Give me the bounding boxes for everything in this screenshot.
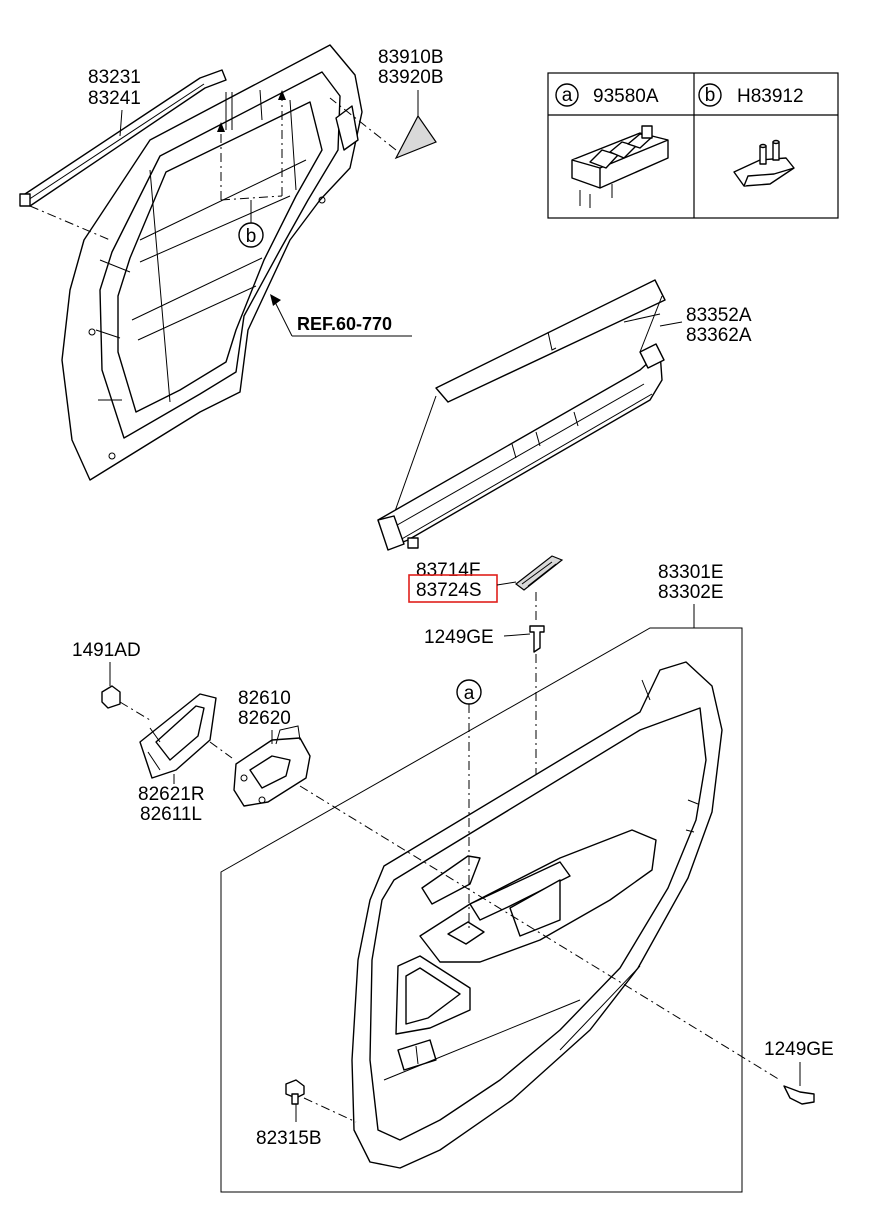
- label-83920B: 83920B: [378, 67, 444, 88]
- inside-handle-mechanism: [233, 725, 311, 807]
- legend-part-b: H83912: [737, 86, 804, 107]
- trim-panel-boundary: [220, 627, 743, 1193]
- label-1491AD: 1491AD: [72, 640, 141, 661]
- ref-label: REF.60-770: [297, 314, 392, 334]
- clip-drawing: [733, 139, 795, 187]
- label-82315B: 82315B: [256, 1128, 322, 1149]
- legend-part-a: 93580A: [593, 86, 659, 107]
- callout-a: a: [464, 683, 475, 704]
- label-1249GE-bottom: 1249GE: [764, 1039, 834, 1060]
- label-83241: 83241: [88, 88, 141, 109]
- label-83301E: 83301E: [658, 562, 724, 583]
- inside-handle-cover: [139, 693, 217, 779]
- label-82620: 82620: [238, 708, 291, 729]
- label-83362A: 83362A: [686, 325, 752, 346]
- door-frame-assembly: [19, 44, 363, 481]
- label-1249GE-top: 1249GE: [424, 627, 494, 648]
- label-82610: 82610: [238, 688, 291, 709]
- label-82611L: 82611L: [140, 804, 202, 825]
- highlight-box: [408, 574, 498, 603]
- sunshade-assembly: [377, 279, 666, 551]
- legend-table: a 93580A b H83912: [547, 72, 839, 219]
- label-82621R: 82621R: [138, 784, 205, 805]
- legend-letter-b: b: [705, 85, 716, 106]
- label-83231: 83231: [88, 67, 141, 88]
- label-83352A: 83352A: [686, 305, 752, 326]
- label-83302E: 83302E: [658, 582, 724, 603]
- label-83724S: 83724S: [416, 580, 482, 601]
- window-switch-drawing: [571, 125, 669, 208]
- label-83910B: 83910B: [378, 47, 444, 68]
- label-83714F: 83714F: [416, 560, 480, 581]
- door-trim-panel: [351, 661, 723, 1169]
- callout-b: b: [246, 226, 257, 247]
- legend-letter-a: a: [562, 85, 573, 106]
